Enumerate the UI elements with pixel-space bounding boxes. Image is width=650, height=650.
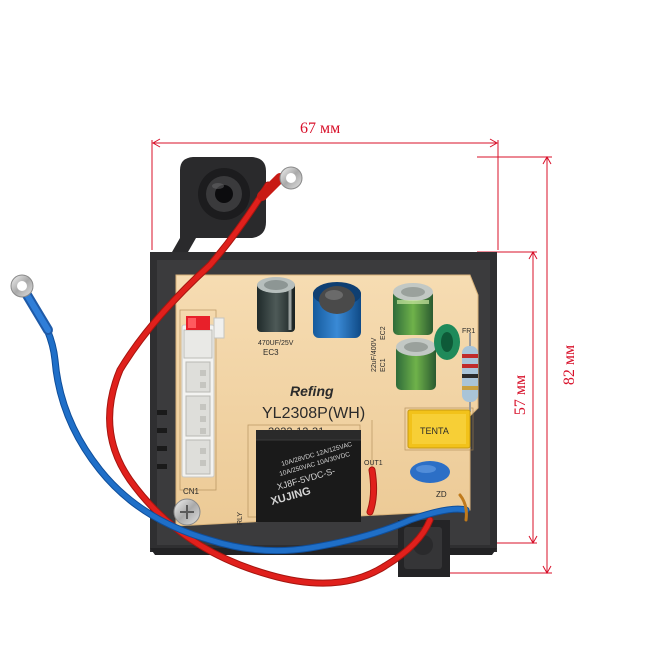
- pcb: [173, 274, 479, 527]
- ring-terminal-red: [279, 166, 303, 190]
- brand-text: Refing: [290, 383, 334, 399]
- dimension-width-label: 67 мм: [300, 120, 341, 137]
- zd-label: ZD: [436, 490, 447, 499]
- silkscreen: Refing YL2308P(WH) 2022-12-31 CN1 EC3 47…: [183, 326, 475, 525]
- inductor: [434, 324, 460, 360]
- dimension-height-outer-label: 82 мм: [561, 344, 578, 386]
- capacitor-ec2: [393, 283, 433, 335]
- ec2-label: EC2: [380, 326, 387, 340]
- capacitor-ec3: [257, 277, 295, 332]
- rly-label: RLY: [237, 512, 244, 525]
- ec3-label: EC3: [263, 348, 279, 357]
- relay: [256, 430, 361, 522]
- x2-cap-label: TENTA: [420, 426, 449, 436]
- connector-cn1: [181, 316, 225, 478]
- ec1-label: EC1: [380, 358, 387, 372]
- cn1-label: CN1: [183, 487, 200, 496]
- ec-rating: 22uF/400V: [371, 337, 378, 372]
- resistor-fr1: [462, 333, 478, 412]
- x2-capacitor: [407, 409, 471, 449]
- capacitor-ec1: [396, 338, 436, 390]
- date-text: 2022-12-31: [268, 426, 324, 438]
- ec3-rating: 470UF/25V: [258, 340, 294, 347]
- model-text: YL2308P(WH): [262, 405, 365, 422]
- wires: [19, 173, 470, 587]
- fr1-label: FR1: [462, 328, 475, 335]
- capacitor-blue: [313, 282, 361, 338]
- ring-terminal-blue: [10, 274, 34, 298]
- out1-label: OUT1: [364, 460, 383, 467]
- ceramic-capacitor: [410, 461, 450, 483]
- screw: [173, 498, 201, 526]
- dimension-height-inner-label: 57 мм: [512, 374, 529, 416]
